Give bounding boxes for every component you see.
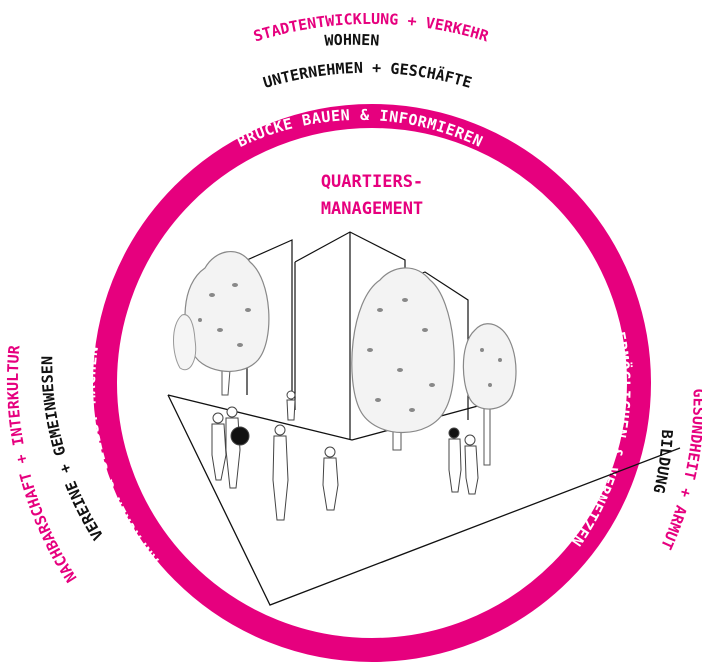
neighborhood-sketch-icon: [167, 231, 681, 606]
tree-center: [351, 267, 455, 451]
outer-ring: [93, 104, 651, 662]
outer-top-line3: UNTERNEHMEN + GESCHÄFTE: [261, 59, 474, 92]
center-title-line2: MANAGEMENT: [321, 199, 423, 219]
center-title-line1: QUARTIERS-: [321, 172, 423, 192]
ring-label-right: ERMÖGLICHEN & VERNETZEN: [567, 330, 634, 549]
tree-small-left: [173, 314, 197, 371]
people-figures: [211, 390, 479, 521]
tree-left: [184, 250, 270, 396]
tree-right: [462, 323, 517, 466]
outer-top-line2: WOHNEN: [324, 31, 380, 50]
outer-right-line2: BILDUNG: [649, 429, 676, 495]
